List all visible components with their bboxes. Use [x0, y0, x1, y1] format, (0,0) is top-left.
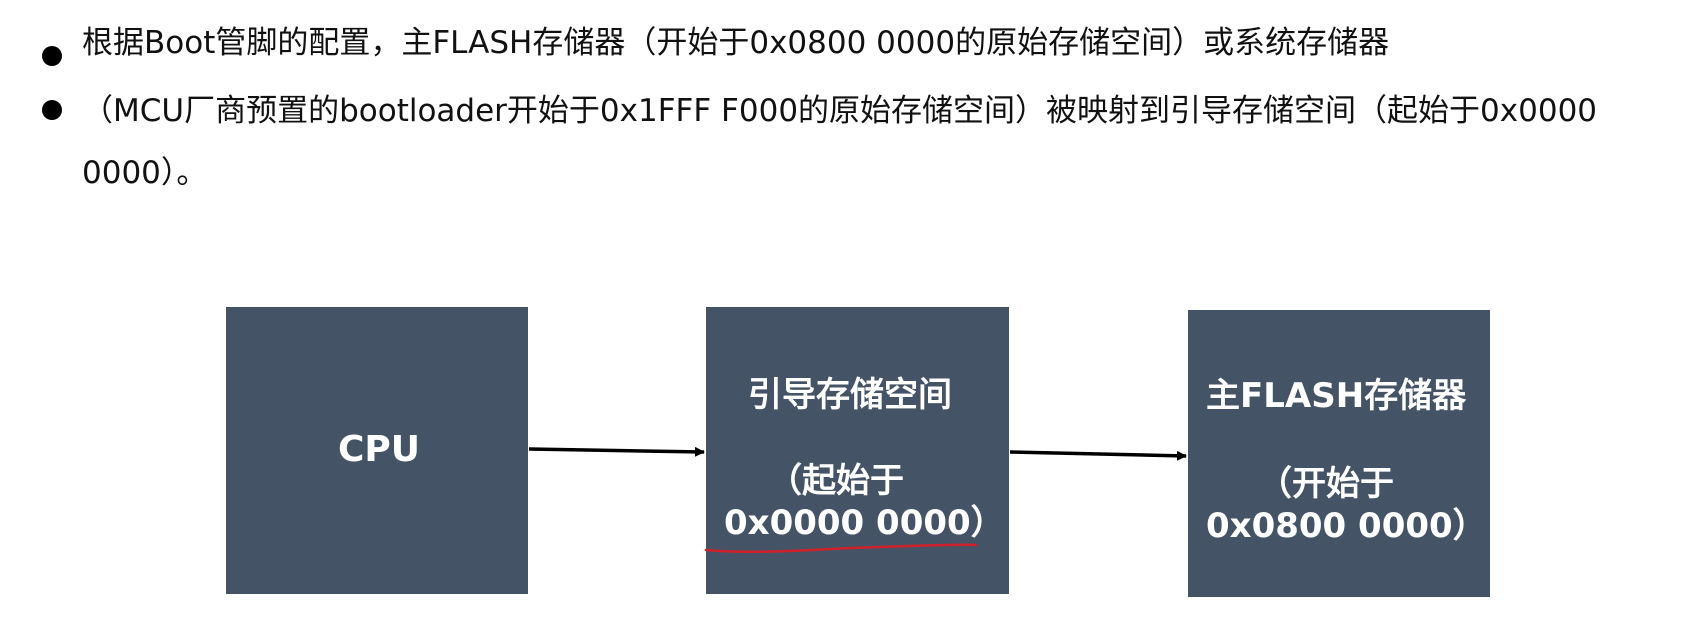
boot-space-address-line2: 0x0000 0000） — [724, 503, 1005, 543]
bullet-dot-icon — [42, 46, 62, 66]
main-flash-address-line1: （开始于 — [1258, 464, 1394, 504]
bullet-item: （MCU厂商预置的bootloader开始于0x1FFF F000的原始存储空间… — [0, 80, 1685, 204]
boot-to-flash-arrow — [1009, 450, 1187, 461]
bullet-dot-icon — [42, 100, 62, 120]
boot-space-title: 引导存储空间 — [748, 375, 952, 415]
main-flash-memory-box: 主FLASH存储器 （开始于 0x0800 0000） — [1188, 310, 1490, 597]
main-flash-title: 主FLASH存储器 — [1206, 376, 1467, 416]
bullet-text: 根据Boot管脚的配置，主FLASH存储器（开始于0x0800 0000的原始存… — [82, 25, 1390, 61]
bullet-item: 根据Boot管脚的配置，主FLASH存储器（开始于0x0800 0000的原始存… — [0, 12, 1685, 74]
cpu-to-boot-arrow — [528, 446, 705, 457]
bullet-text: （MCU厂商预置的bootloader开始于0x1FFF F000的原始存储空间… — [82, 93, 1598, 191]
main-flash-address-line2: 0x0800 0000） — [1206, 506, 1487, 546]
cpu-label: CPU — [338, 429, 421, 470]
boot-memory-space-box: 引导存储空间 （起始于 0x0000 0000） — [706, 307, 1009, 594]
red-underline-annotation — [704, 543, 978, 554]
boot-space-address-line1: （起始于 — [768, 461, 904, 501]
cpu-box: CPU — [226, 307, 528, 594]
